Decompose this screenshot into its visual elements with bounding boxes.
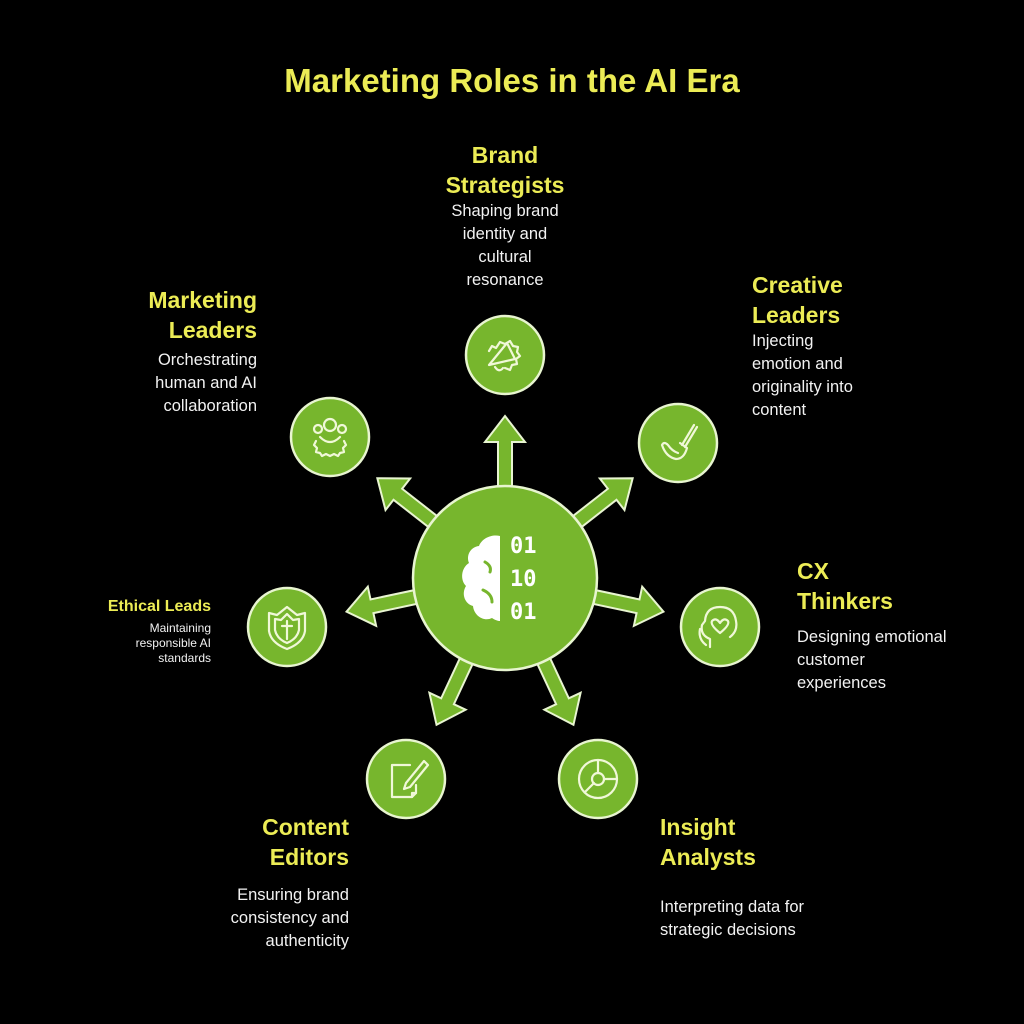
svg-text:01: 01 [510, 600, 537, 625]
svg-text:10: 10 [510, 567, 537, 592]
head-heart-icon [698, 605, 738, 649]
node-insight-analysts [557, 738, 639, 820]
role-title: Ethical Leads [107, 598, 211, 615]
brain-binary-icon: 01 10 01 [462, 534, 537, 625]
svg-text:01: 01 [510, 534, 537, 559]
center-hub: 01 10 01 [411, 484, 599, 672]
pie-chart-icon [577, 758, 619, 800]
node-brand-strategists [464, 314, 546, 396]
node-marketing-leaders [289, 396, 371, 478]
shield-cross-icon [267, 605, 307, 651]
node-cx-thinkers [679, 586, 761, 668]
page-title: Marketing Roles in the AI Era [284, 62, 740, 99]
node-creative-leaders [637, 402, 719, 484]
paintbrush-icon [660, 423, 699, 461]
megaphone-icon [487, 339, 522, 372]
node-content-editors [365, 738, 447, 820]
team-gear-icon [312, 417, 348, 458]
document-pen-icon [390, 759, 430, 799]
